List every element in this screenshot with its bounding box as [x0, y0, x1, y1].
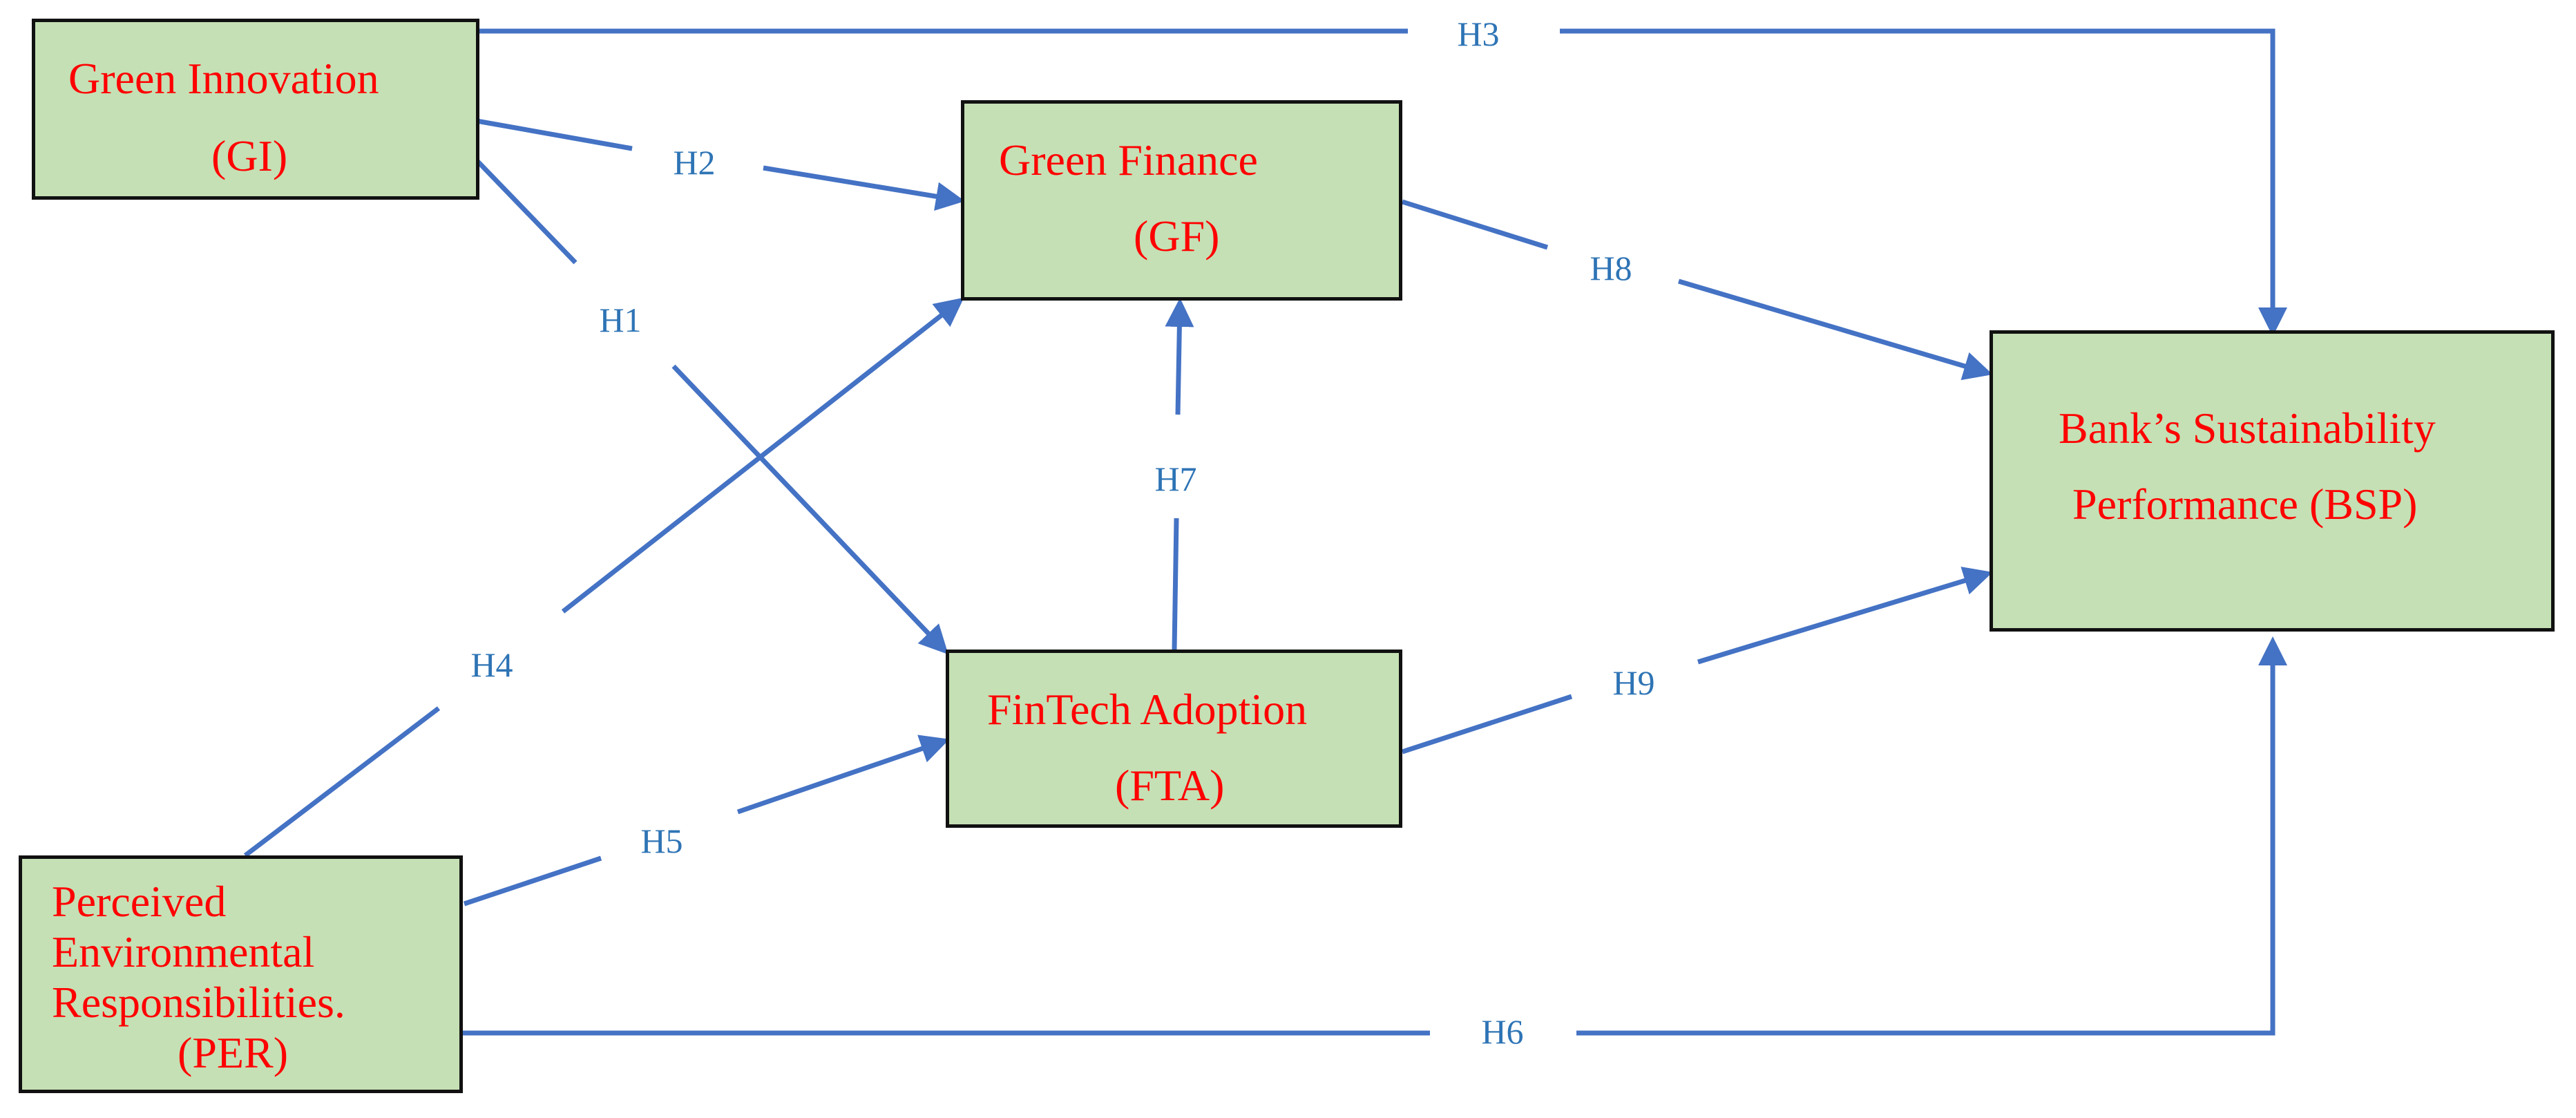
edge-h4-line [243, 301, 960, 858]
edge-label-h6: H6 [1481, 1012, 1524, 1051]
node-fintech-adoption: FinTech Adoption (FTA) [946, 650, 1402, 828]
edge-h3-line [477, 28, 2273, 332]
node-green-innovation-line-2: (GI) [211, 131, 288, 180]
edge-label-h5: H5 [640, 822, 683, 860]
edge-h2-line [476, 118, 960, 200]
edge-h8-line [1401, 199, 1988, 373]
edge-h7-line [1174, 303, 1180, 650]
node-per-line-2: Environmental [52, 927, 315, 976]
edge-h9-line [1401, 574, 1988, 755]
node-per-line-3: Responsibilities. [52, 978, 345, 1027]
node-green-finance-line-1: Green Finance [999, 135, 1258, 184]
node-green-finance-line-2: (GF) [1134, 211, 1220, 260]
edge-h1-line [475, 158, 945, 651]
edge-h5-line [463, 741, 945, 907]
node-perceived-environmental-responsibilities: Perceived Environmental Responsibilities… [19, 855, 463, 1093]
node-per-line-1: Perceived [52, 877, 227, 926]
node-bsp-line-2: Performance (BSP) [2072, 480, 2418, 529]
node-bank-sustainability-performance: Bank’s Sustainability Performance (BSP) [1990, 330, 2555, 632]
edge-label-h9: H9 [1612, 663, 1655, 702]
node-bsp-line-1: Bank’s Sustainability [2059, 404, 2436, 453]
node-green-innovation: Green Innovation (GI) [32, 19, 479, 200]
edge-label-h3: H3 [1457, 15, 1500, 53]
node-fintech-adoption-line-1: FinTech Adoption [987, 685, 1308, 734]
edge-label-h8: H8 [1590, 249, 1632, 287]
edge-label-h4: H4 [470, 645, 513, 684]
node-green-finance: Green Finance (GF) [961, 100, 1402, 301]
node-per-line-4: (PER) [178, 1028, 288, 1077]
edge-h6-line [461, 641, 2273, 1036]
edge-label-h2: H2 [673, 143, 716, 182]
edge-label-h1: H1 [599, 301, 642, 339]
node-fintech-adoption-line-2: (FTA) [1115, 761, 1225, 810]
node-green-innovation-line-1: Green Innovation [68, 54, 379, 103]
edge-label-h7: H7 [1154, 459, 1197, 498]
